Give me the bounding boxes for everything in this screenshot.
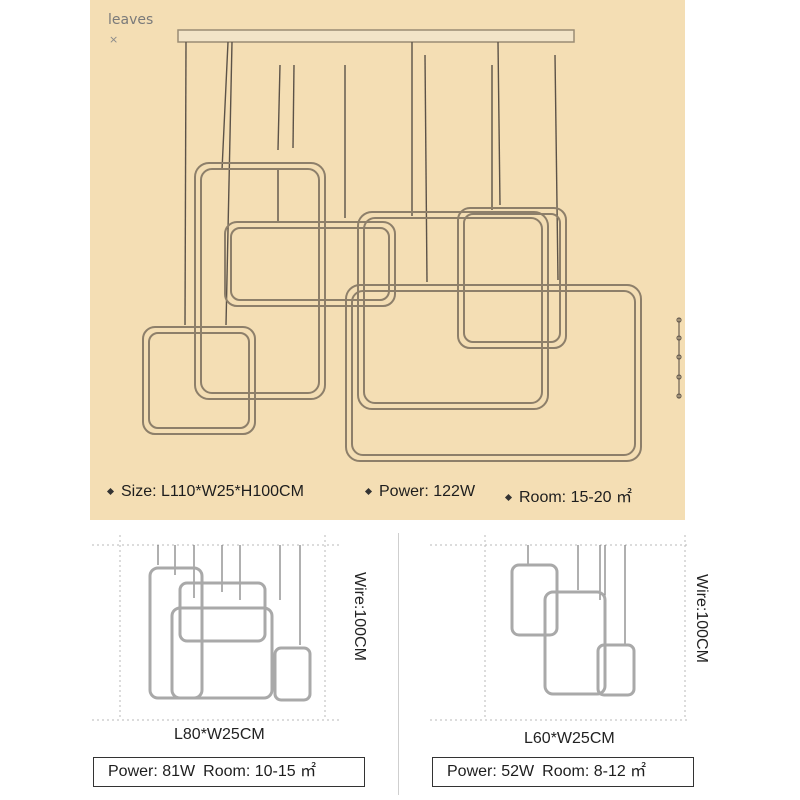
spec-size-text: Size: L110*W25*H100CM [121, 483, 304, 500]
variant-small-frames [510, 563, 636, 697]
spec-power-text: Power: 122W [379, 483, 476, 500]
variant-large-illustration [92, 535, 340, 721]
close-icon[interactable]: × [109, 33, 119, 46]
dimensions-label: L60*W25CM [524, 730, 615, 747]
suspension-wires [184, 41, 559, 326]
variant-small-wires [527, 545, 626, 645]
wire-length-label: Wire:100CM [693, 574, 710, 663]
dimensions-label: L80*W25CM [174, 726, 265, 743]
spec-room-text: Room: 15-20 ㎡ [519, 489, 632, 506]
bead-ornament [676, 317, 682, 399]
main-specs-row: Size: L110*W25*H100CM Power: 122W Room: … [106, 483, 678, 507]
dimension-guides [430, 535, 690, 721]
panel-divider [398, 533, 399, 795]
dimension-guides [92, 535, 340, 721]
variant-power: Power: 52W [447, 763, 535, 780]
variant-info-box: Power: 81W Room: 10-15 ㎡ [93, 757, 365, 787]
ceiling-canopy [177, 29, 575, 43]
chandelier-illustration [142, 29, 682, 462]
variant-small-illustration [430, 535, 690, 721]
variant-info-box: Power: 52W Room: 8-12 ㎡ [432, 757, 694, 787]
variant-panel-small: Wire:100CM L60*W25CM Power: 52W Room: 8-1… [400, 0, 800, 800]
variant-room: Room: 10-15 ㎡ [203, 763, 317, 780]
spec-power: Power: 122W [364, 483, 476, 501]
spec-size: Size: L110*W25*H100CM [106, 483, 304, 501]
wire-length-label: Wire:100CM [351, 572, 368, 661]
product-hero-panel [90, 0, 685, 520]
variant-panel-large: Wire:100CM L80*W25CM Power: 81W Room: 10-… [92, 535, 368, 787]
brand-label: leaves [108, 12, 154, 28]
variant-room: Room: 8-12 ㎡ [542, 763, 647, 780]
variant-large-frames [148, 566, 312, 702]
variant-power: Power: 81W [108, 763, 196, 780]
spec-room: Room: 15-20 ㎡ [504, 483, 632, 507]
hanging-frames [142, 162, 642, 462]
